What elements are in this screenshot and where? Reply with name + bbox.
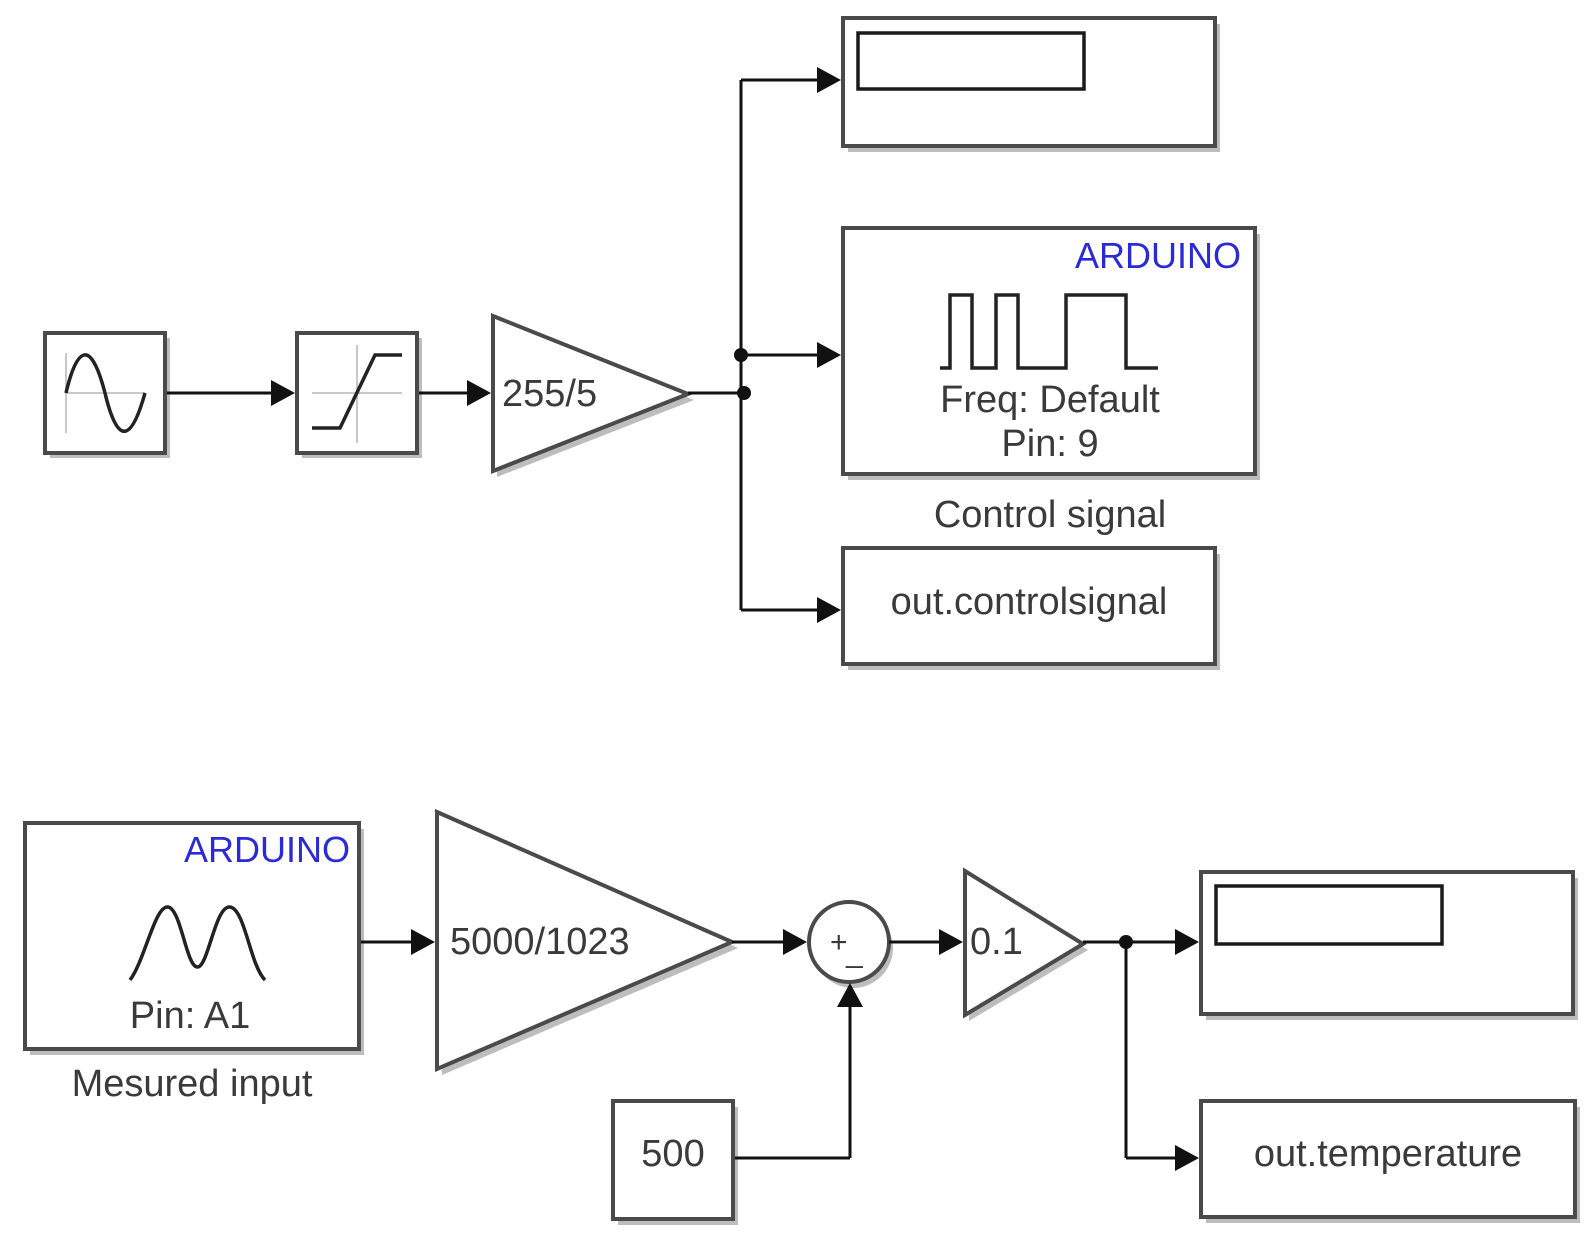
gain-label: 5000/1023 (450, 921, 630, 963)
to-workspace-controlsignal-block[interactable]: out.controlsignal (841, 546, 1220, 670)
analog-caption: Mesured input (72, 1063, 313, 1105)
pwm-caption: Control signal (934, 494, 1166, 536)
top-wires (167, 67, 841, 623)
gain-255-5-block[interactable]: 255/5 (491, 313, 694, 477)
saturation-block[interactable] (295, 331, 422, 458)
sum-block[interactable]: + _ (807, 900, 893, 988)
display-value-box (1214, 884, 1444, 946)
display-block-top[interactable] (841, 16, 1220, 152)
sum-plus-sign: + (830, 926, 848, 959)
display-block-bottom[interactable] (1199, 870, 1578, 1020)
workspace-variable-label: out.controlsignal (891, 581, 1168, 623)
sum-minus-sign: _ (845, 936, 864, 969)
branch-point (737, 386, 751, 400)
to-workspace-temperature-block[interactable]: out.temperature (1199, 1099, 1580, 1223)
pwm-frequency: Freq: Default (940, 379, 1160, 421)
arduino-brand: ARDUINO (1075, 235, 1241, 276)
constant-value: 500 (641, 1133, 704, 1175)
display-value-box (856, 31, 1086, 91)
sine-icon (64, 353, 147, 433)
bottom-wires (361, 929, 1199, 1171)
arduino-brand: ARDUINO (184, 829, 350, 870)
gain-5000-1023-block[interactable]: 5000/1023 (435, 808, 738, 1075)
branch-point (734, 348, 748, 362)
sine-wave-block[interactable] (43, 331, 170, 458)
pwm-pin: Pin: 9 (1001, 423, 1098, 465)
pwm-wave-icon (940, 293, 1158, 370)
branch-point (1119, 935, 1133, 949)
analog-wave-icon (128, 905, 267, 982)
gain-label: 255/5 (502, 373, 597, 415)
analog-pin: Pin: A1 (130, 995, 250, 1037)
gain-label: 0.1 (970, 921, 1023, 963)
workspace-variable-label: out.temperature (1254, 1133, 1522, 1175)
gain-0-1-block[interactable]: 0.1 (963, 867, 1088, 1021)
saturation-icon (312, 353, 402, 430)
arduino-pwm-block[interactable]: ARDUINO Freq: Default Pin: 9 (841, 226, 1260, 480)
constant-500-block[interactable]: 500 (611, 1099, 738, 1225)
arduino-analog-input-block[interactable]: ARDUINO Pin: A1 (23, 821, 364, 1055)
